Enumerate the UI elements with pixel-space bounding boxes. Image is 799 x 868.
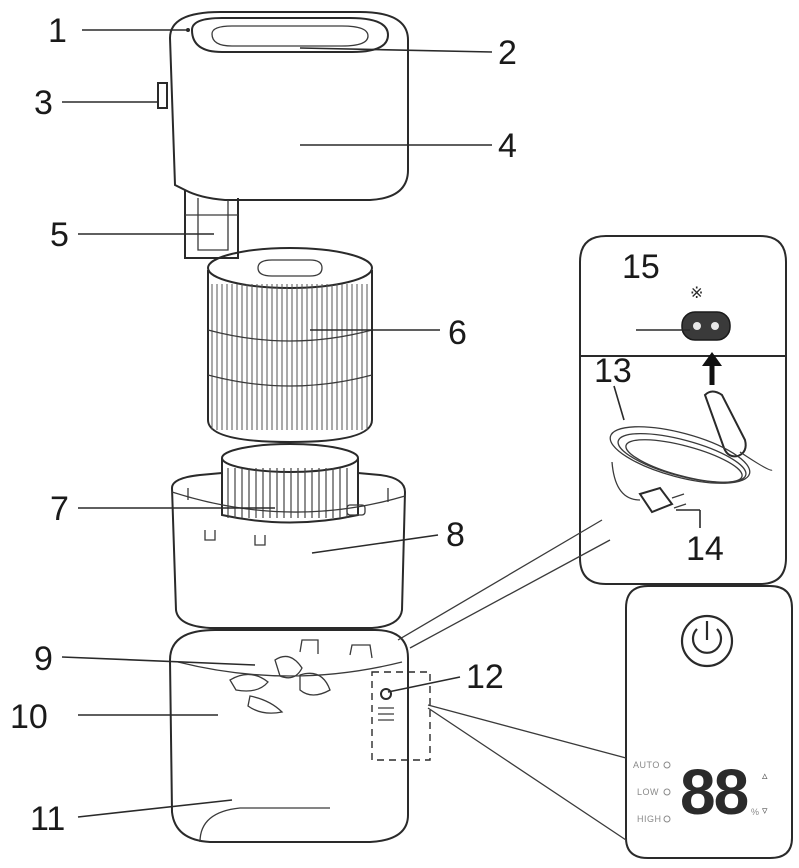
callout-numbers: 1 2 3 4 5 6 7 8 9 10 12 11 13 14 15 ※ [10,12,724,838]
top-cover-assembly [157,11,409,259]
base-assembly [168,629,431,843]
callout-2: 2 [498,34,517,72]
callout-7: 7 [50,490,69,528]
callout-1: 1 [48,12,67,50]
up-arrow-icon[interactable]: ▵ [762,769,768,782]
callout-6: 6 [448,314,467,352]
filter-cartridge [207,247,373,444]
power-icon[interactable] [680,614,734,668]
callout-3: 3 [34,84,53,122]
socket-note-mark: ※ [690,283,703,302]
control-panel-inset: AUTO LOW HIGH 88 % ▵ ▿ [625,585,793,859]
mode-label-low: LOW [637,787,659,797]
callout-13: 13 [594,352,632,390]
inner-tank-assembly [171,443,406,629]
mode-indicator-low[interactable] [663,788,671,796]
humidity-display: 88 [680,756,748,828]
callout-4: 4 [498,127,517,165]
humidity-unit: % [751,807,760,817]
callout-5: 5 [50,216,69,254]
mode-label-auto: AUTO [633,760,660,770]
mode-indicator-auto[interactable] [663,761,671,769]
callout-14: 14 [686,530,724,568]
mode-indicator-high[interactable] [663,815,671,823]
filter-pleats [211,284,368,430]
down-arrow-icon[interactable]: ▿ [762,804,768,817]
callout-8: 8 [446,516,465,554]
callout-11: 11 [30,800,65,838]
power-cord-inset [579,235,787,585]
leader-lines [61,28,701,818]
callout-15: 15 [622,248,660,286]
callout-9: 9 [34,640,53,678]
mode-list: AUTO LOW HIGH [633,760,671,824]
callout-12: 12 [466,658,504,696]
callout-10: 10 [10,698,48,736]
mode-label-high: HIGH [637,814,662,824]
